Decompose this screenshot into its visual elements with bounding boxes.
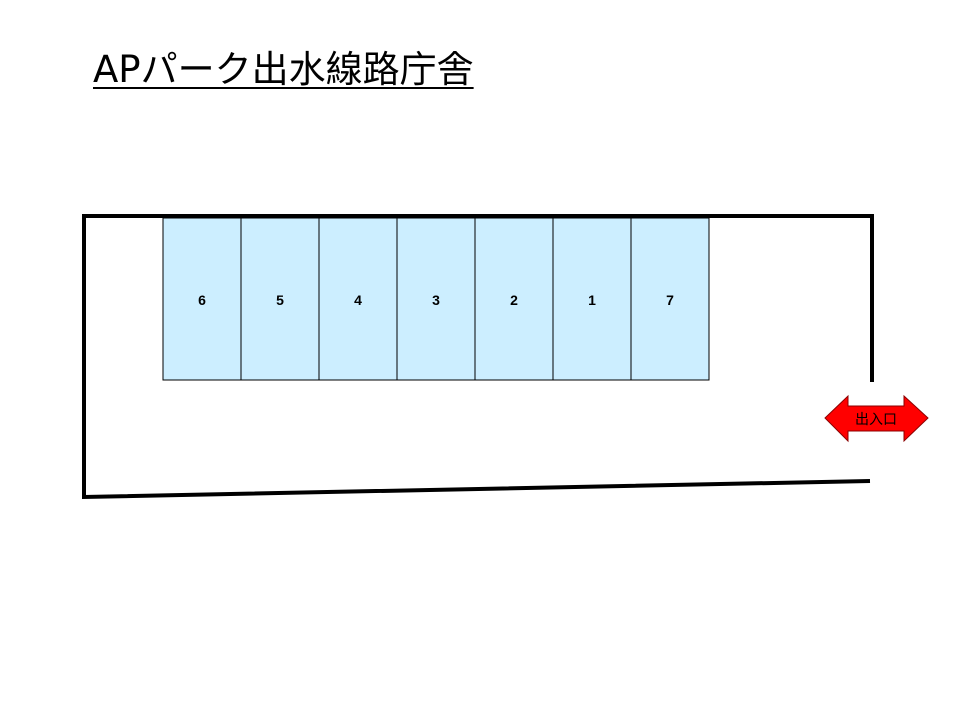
parking-space-box (474, 217, 554, 381)
parking-space: 7 (630, 217, 710, 381)
parking-space-box (396, 217, 476, 381)
parking-space-box (318, 217, 398, 381)
entrance-label: 出入口 (855, 412, 897, 428)
parking-space: 5 (240, 217, 320, 381)
parking-space-number: 4 (354, 292, 362, 308)
parking-space: 1 (552, 217, 632, 381)
parking-space-box (552, 217, 632, 381)
parking-space: 3 (396, 217, 476, 381)
parking-space-number: 7 (666, 292, 674, 308)
page-title: APパーク出水線路庁舎 (93, 48, 474, 91)
lot-boundary-top-left (82, 214, 874, 500)
parking-space-box (162, 217, 242, 381)
parking-space: 2 (474, 217, 554, 381)
parking-space-number: 6 (198, 292, 206, 308)
parking-space: 4 (318, 217, 398, 381)
parking-space-box (630, 217, 710, 381)
parking-spaces: 6 5 4 3 2 1 7 (162, 217, 710, 381)
parking-space-number: 3 (432, 292, 440, 308)
entrance-marker: 出入口 (824, 394, 929, 443)
parking-space-number: 5 (276, 292, 284, 308)
parking-space: 6 (162, 217, 242, 381)
double-arrow-icon (824, 394, 929, 443)
parking-space-number: 1 (588, 292, 596, 308)
parking-space-number: 2 (510, 292, 518, 308)
parking-space-box (240, 217, 320, 381)
